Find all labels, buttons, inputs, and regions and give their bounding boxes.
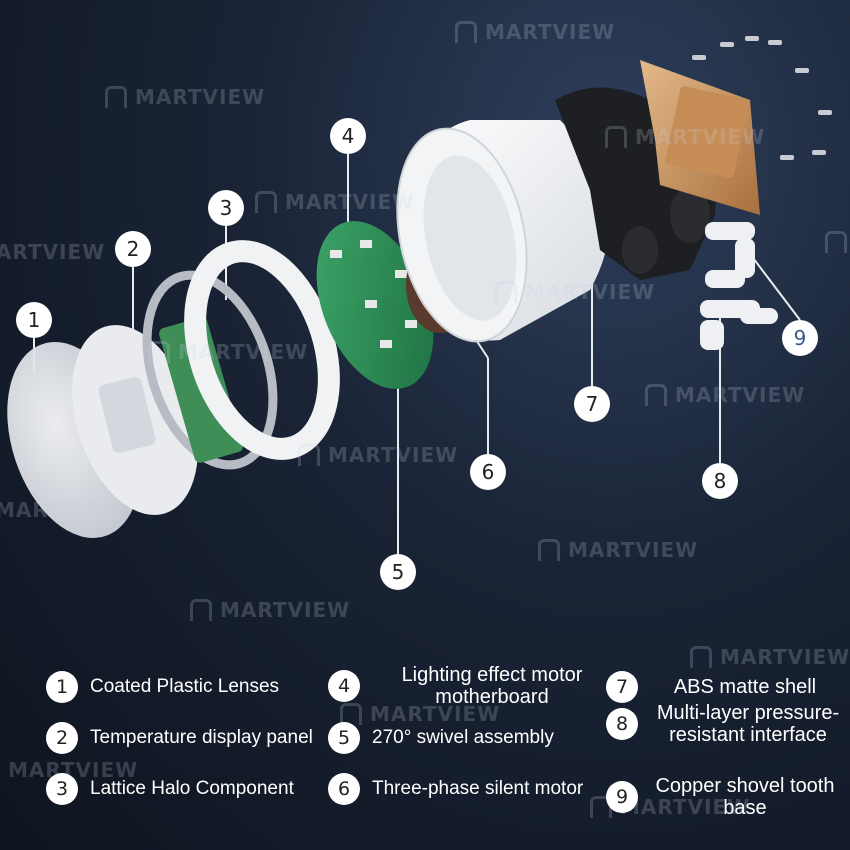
legend-label-5: 270° swivel assembly: [372, 727, 554, 748]
callout-9: 9: [782, 320, 818, 356]
legend-num-6: 6: [328, 773, 360, 805]
legend-num-9: 9: [606, 781, 638, 813]
legend-item-1: 1 Coated Plastic Lenses: [46, 671, 279, 703]
watermark: MARTVIEW: [605, 125, 765, 149]
legend-num-1: 1: [46, 671, 78, 703]
halo-ring-shape: [142, 270, 278, 470]
legend-num-3: 3: [46, 773, 78, 805]
fittings-shape: [700, 222, 778, 350]
watermark: MARTVIEW: [590, 795, 750, 819]
watermark: MARTVIEW: [825, 230, 850, 254]
watermark: MARTVIEW: [255, 190, 415, 214]
legend-item-3: 3 Lattice Halo Component: [46, 773, 294, 805]
watermark: MARTVIEW: [495, 280, 655, 304]
legend-num-2: 2: [46, 722, 78, 754]
legend-label-1: Coated Plastic Lenses: [90, 676, 280, 697]
legend-label-2: Temperature display panel: [90, 727, 313, 748]
legend-item-9: 9 Copper shovel tooth base: [606, 775, 840, 819]
legend-label-4: Lighting effect motor motherboard: [401, 664, 583, 708]
watermark: MARTVIEW: [190, 598, 350, 622]
legend-item-4: 4 Lighting effect motor motherboard: [328, 664, 612, 708]
screws-shape: [692, 36, 832, 160]
lattice-ring-shape: [184, 240, 340, 460]
watermark: MARTVIEW: [538, 538, 698, 562]
callout-6: 6: [470, 454, 506, 490]
callout-1: 1: [16, 302, 52, 338]
legend-item-8: 8 Multi-layer pressure-resistant interfa…: [606, 702, 846, 746]
legend-num-4: 4: [328, 670, 360, 702]
legend-num-7: 7: [606, 671, 638, 703]
legend-label-3: Lattice Halo Component: [90, 778, 294, 799]
watermark: MARTVIEW: [455, 20, 615, 44]
legend-label-9: Copper shovel tooth base: [655, 775, 835, 819]
watermark: MARTVIEW: [298, 443, 458, 467]
legend-item-5: 5 270° swivel assembly: [328, 722, 554, 754]
watermark: MARTVIEW: [0, 240, 106, 264]
legend-item-7: 7 ABS matte shell: [606, 671, 840, 703]
callout-8: 8: [702, 463, 738, 499]
watermark: MARTVIEW: [0, 498, 126, 522]
legend-label-7: ABS matte shell: [673, 676, 817, 698]
legend-label-6: Three-phase silent motor: [372, 778, 584, 799]
watermark: MARTVIEW: [105, 85, 265, 109]
display-window-shape: [98, 376, 156, 454]
legend-num-5: 5: [328, 722, 360, 754]
watermark: MARTVIEW: [690, 645, 850, 669]
watermark: MARTVIEW: [645, 383, 805, 407]
watermark: MARTVIEW: [340, 702, 500, 726]
legend-item-2: 2 Temperature display panel: [46, 722, 313, 754]
callout-4: 4: [330, 118, 366, 154]
callout-5: 5: [380, 554, 416, 590]
callout-7: 7: [574, 386, 610, 422]
watermark: MARTVIEW: [148, 340, 308, 364]
legend-label-8: Multi-layer pressure-resistant interface: [656, 702, 840, 746]
callout-3: 3: [208, 190, 244, 226]
legend-num-8: 8: [606, 708, 638, 740]
legend-item-6: 6 Three-phase silent motor: [328, 773, 583, 805]
callout-2: 2: [115, 231, 151, 267]
